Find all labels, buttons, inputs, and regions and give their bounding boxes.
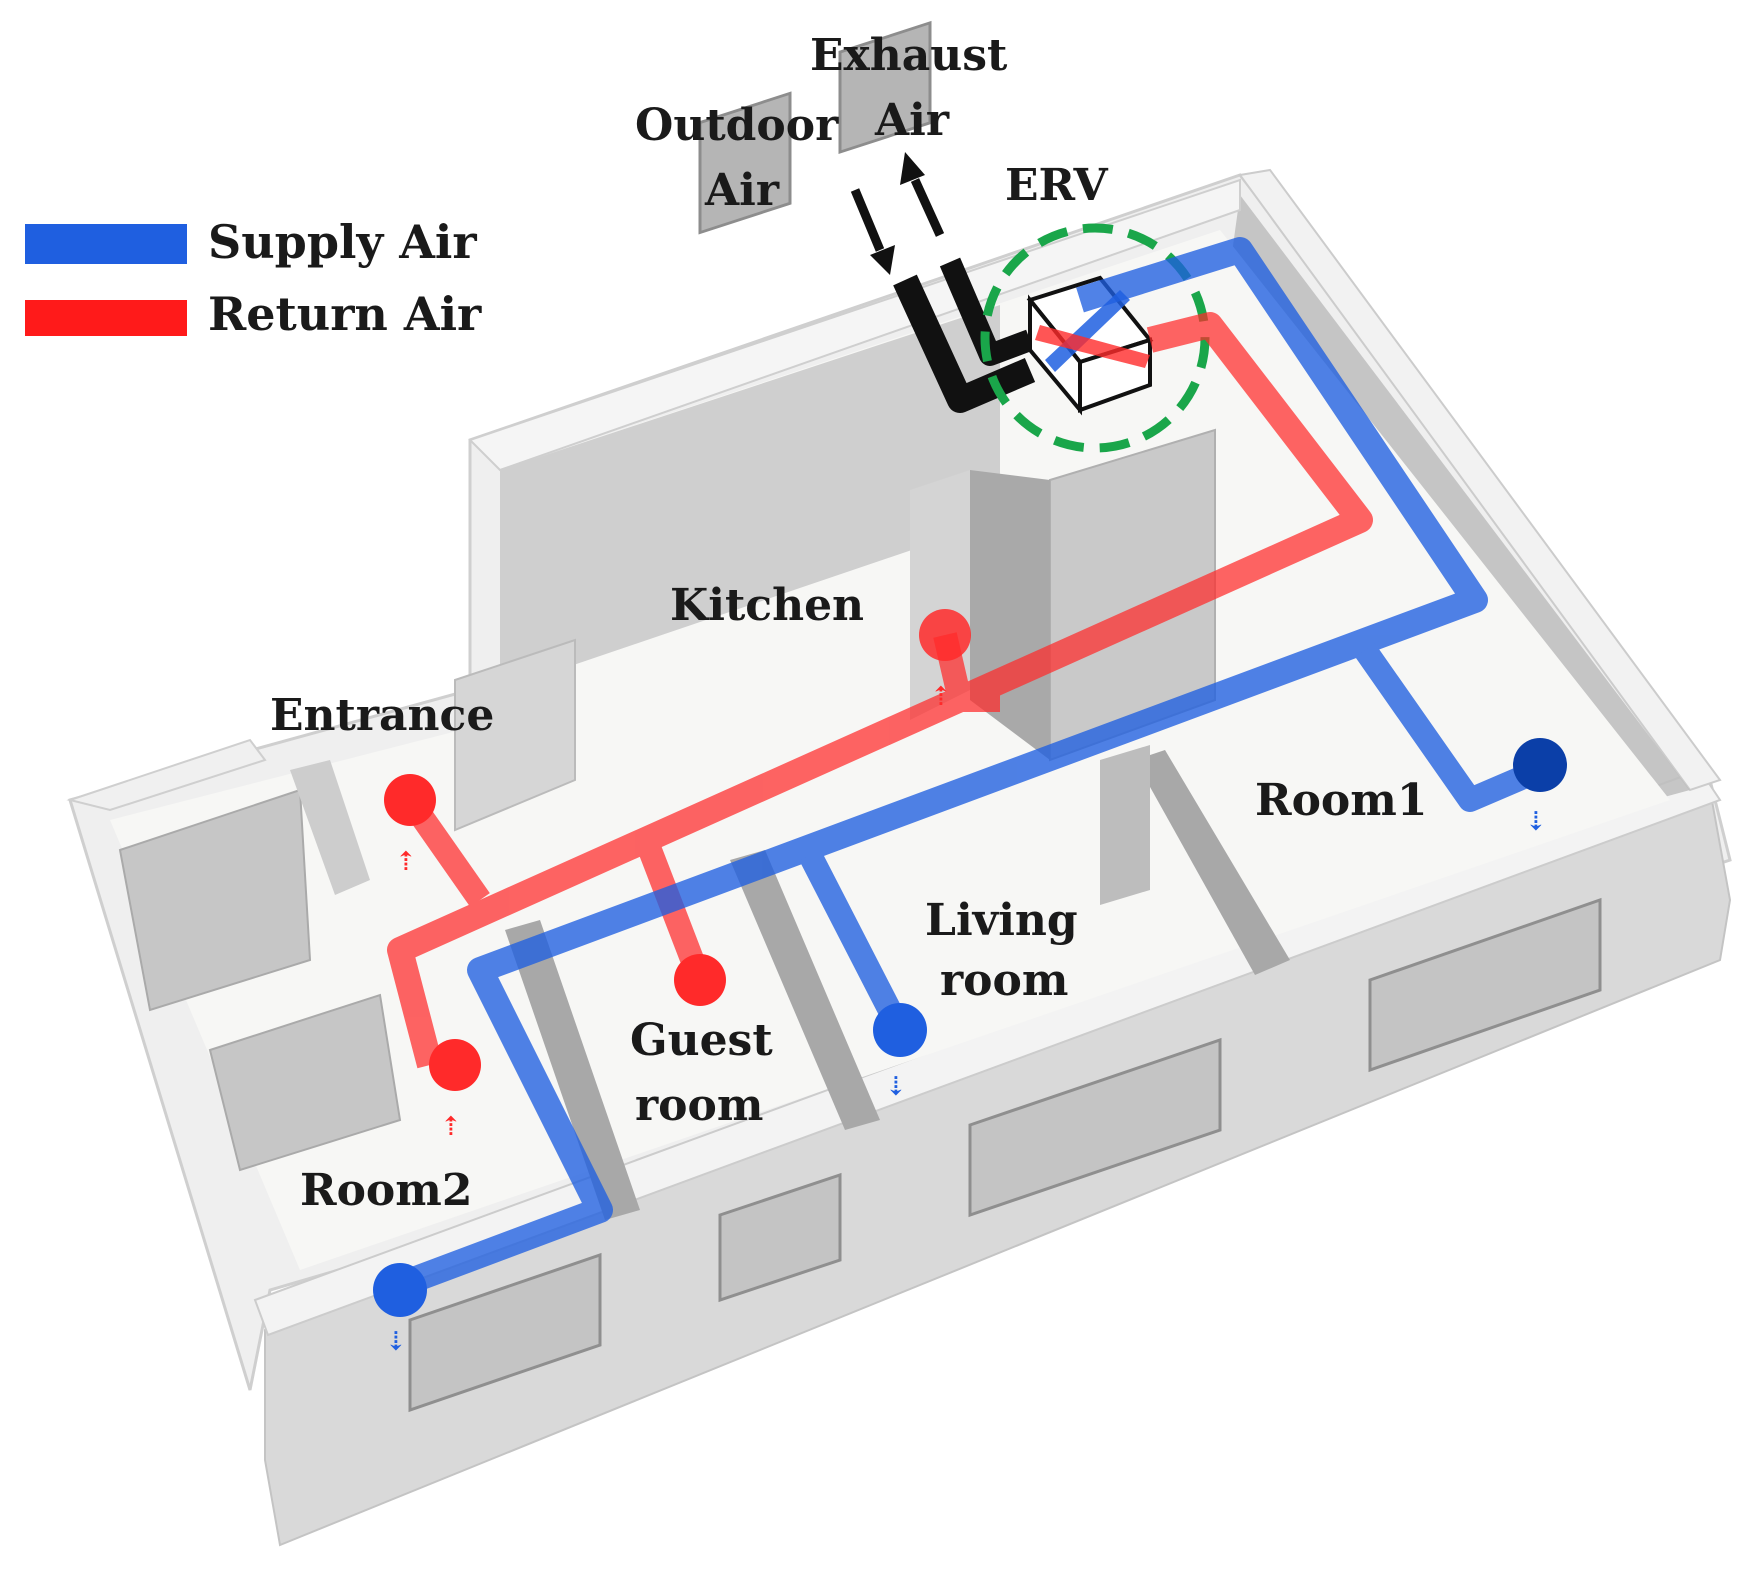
- legend-return-swatch: [25, 300, 187, 336]
- supply-glyph-room2: ⇣: [385, 1327, 407, 1357]
- entrance-partition: [290, 760, 370, 895]
- erv-unit: [980, 223, 1210, 453]
- outdoor-air-label-line2: Air: [704, 165, 780, 216]
- supply-living-branch: [799, 849, 911, 1036]
- kitchen-partition-left: [454, 638, 576, 832]
- supply-main-duct: [395, 237, 1488, 1298]
- room2-label: Room2: [300, 1165, 472, 1216]
- supply-diffuser-room1: [1513, 738, 1567, 792]
- right-wall: [1238, 168, 1722, 792]
- entrance-label: Entrance: [270, 690, 494, 741]
- legend-supply-label: Supply Air: [208, 215, 477, 269]
- labels: Exhaust Air Outdoor Air ERV Kitchen Entr…: [270, 30, 1427, 1216]
- return-diffuser-kitchen: [919, 609, 971, 661]
- return-glyph-room2: ⇡: [440, 1112, 462, 1142]
- back-wall: [468, 178, 1241, 472]
- supply-diffuser-living: [873, 1003, 927, 1057]
- back-window-1: [698, 91, 792, 235]
- partition-room1: [1135, 750, 1290, 975]
- exhaust-air-arrow: [910, 178, 945, 237]
- exhaust-air-label-line1: Exhaust: [810, 30, 1008, 81]
- left-wing-wall: [66, 738, 267, 812]
- outdoor-air-label-line1: Outdoor: [635, 100, 839, 151]
- front-window-3: [968, 1037, 1222, 1218]
- erv-supply-crossing: [1045, 290, 1130, 372]
- front-window-1: [408, 1252, 602, 1413]
- diffusers: ⇡ ⇡ ⇡ ⇣ ⇣ ⇣: [373, 609, 1567, 1357]
- left-closet-1: [118, 788, 312, 1012]
- return-diffuser-entrance: [384, 774, 436, 826]
- supply-diffuser-room2: [373, 1263, 427, 1317]
- legend-return-label: Return Air: [208, 287, 482, 341]
- front-window-2: [718, 1172, 842, 1303]
- kitchen-label: Kitchen: [670, 580, 864, 631]
- living-room-label-line1: Living: [925, 895, 1078, 946]
- front-window-4: [1368, 897, 1602, 1073]
- outdoor-duct: [893, 274, 1036, 413]
- exhaust-air-label-line2: Air: [874, 95, 950, 146]
- right-wall-inner: [1220, 195, 1690, 820]
- supply-glyph-living: ⇣: [885, 1072, 907, 1102]
- return-main-duct: [387, 312, 1373, 1069]
- outdoor-air-arrow: [850, 188, 885, 252]
- room1-label: Room1: [1255, 775, 1427, 826]
- partition-living-column: [1100, 745, 1150, 905]
- back-window-2: [838, 20, 932, 155]
- supply-air-ducts: [395, 237, 1545, 1298]
- return-glyph-kitchen: ⇡: [930, 682, 952, 712]
- legend: Supply Air Return Air: [25, 215, 482, 341]
- legend-supply-swatch: [25, 224, 187, 264]
- return-diffuser-guest: [674, 954, 726, 1006]
- return-diffuser-room2: [429, 1039, 481, 1091]
- guest-room-label-line1: Guest: [630, 1015, 773, 1066]
- exhaust-air-arrowhead: [900, 152, 925, 185]
- partition-guest-left: [505, 920, 640, 1220]
- supply-room1-branch: [1355, 643, 1545, 812]
- return-glyph-entrance: ⇡: [395, 847, 417, 877]
- left-closet-2: [208, 993, 402, 1172]
- supply-glyph-room1: ⇣: [1525, 807, 1547, 837]
- living-room-label-line2: room: [940, 955, 1068, 1006]
- erv-return-crossing: [1035, 325, 1150, 368]
- partition-guest-right: [730, 850, 880, 1130]
- back-wall-face: [500, 305, 1000, 690]
- erv-label: ERV: [1005, 160, 1109, 211]
- guest-room-label-line2: room: [635, 1080, 763, 1131]
- outdoor-air-arrowhead: [870, 245, 895, 275]
